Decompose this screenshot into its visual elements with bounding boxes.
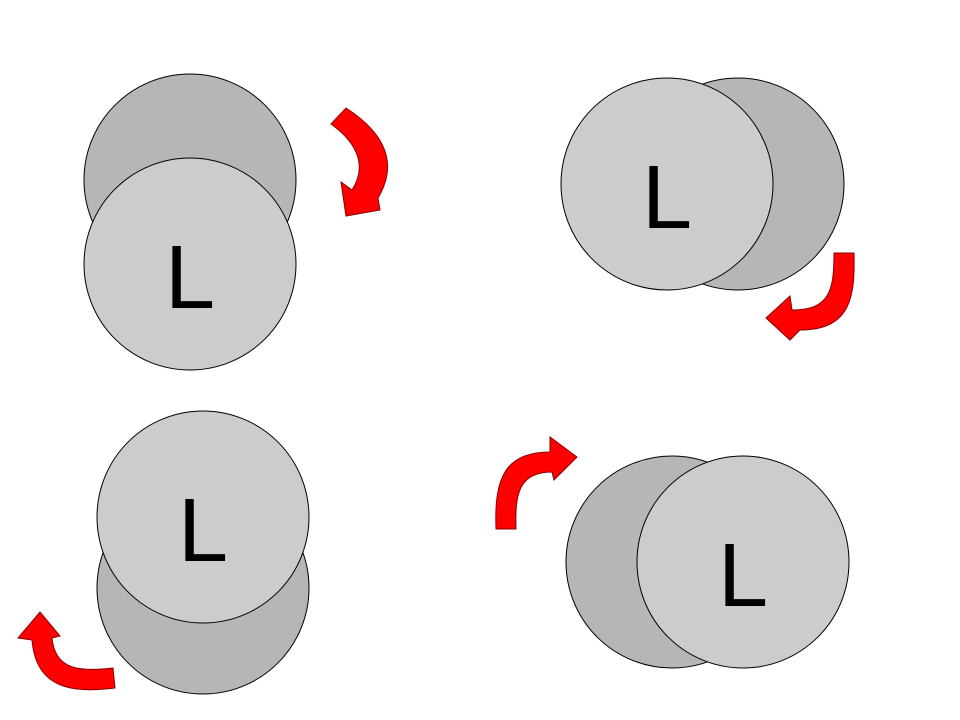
front-disc [636, 455, 850, 669]
front-disc [96, 410, 310, 624]
curved-arrow-down-left-icon [765, 252, 855, 341]
curved-arrow-right-up-icon [17, 611, 116, 691]
curved-arrow-up-right-icon [495, 436, 578, 530]
front-disc [83, 157, 297, 371]
disc-label: L [165, 228, 215, 328]
curved-arrow-clockwise-down-icon [330, 107, 388, 217]
disc-label: L [642, 148, 692, 248]
disc-label: L [718, 526, 768, 626]
panel-bottom-left: L [17, 410, 310, 695]
panel-bottom-right: L [495, 436, 850, 669]
front-disc [560, 77, 774, 291]
panel-top-left: L [83, 73, 388, 371]
panel-top-right: L [560, 77, 855, 341]
disc-label: L [178, 481, 228, 581]
